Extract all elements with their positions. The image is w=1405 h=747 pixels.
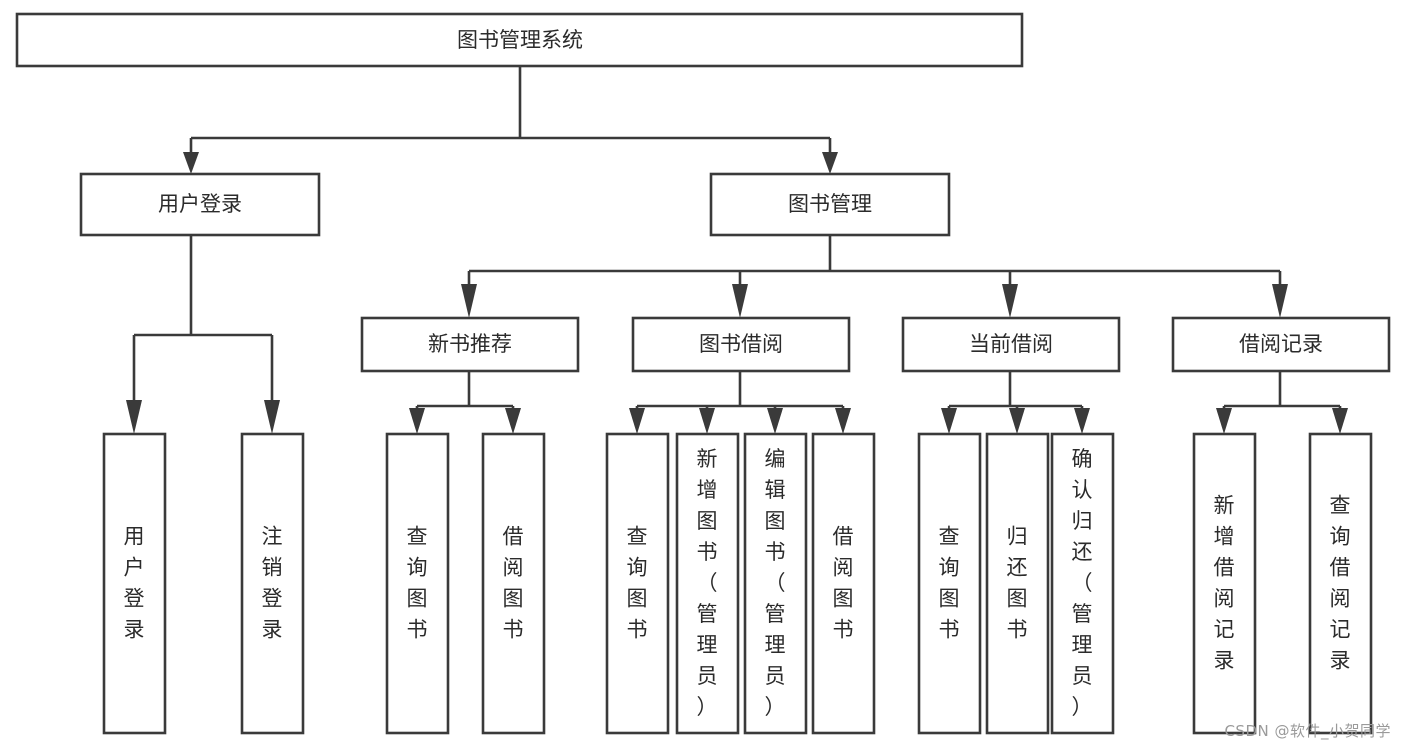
node-leaf-borrow-book-1[interactable]: 借阅图书	[481, 432, 546, 735]
arrow-head-leaf-query-book-2	[629, 408, 645, 434]
node-leaf-borrow-book-2-label: 借阅图书	[833, 525, 854, 642]
node-book-manage[interactable]: 图书管理	[709, 172, 951, 237]
node-leaf-confirm-return-box[interactable]	[1050, 432, 1115, 735]
node-leaf-user-login[interactable]: 用户登录	[102, 432, 167, 735]
node-leaf-edit-book[interactable]: 编辑图书（管理员）	[743, 432, 808, 735]
node-leaf-query-book-2-box[interactable]	[605, 432, 670, 735]
node-book-borrow[interactable]: 图书借阅	[631, 316, 851, 373]
node-current-borrow[interactable]: 当前借阅	[901, 316, 1121, 373]
arrow-head-leaf-add-book	[699, 408, 715, 434]
node-user-login-label: 用户登录	[158, 192, 242, 216]
node-leaf-borrow-book-2-box[interactable]	[811, 432, 876, 735]
node-leaf-query-book-3-label: 查询图书	[939, 525, 960, 642]
node-leaf-query-book-1-label: 查询图书	[407, 525, 428, 642]
node-root-box[interactable]	[15, 12, 1024, 68]
node-book-borrow-label: 图书借阅	[699, 332, 783, 356]
node-root-label: 图书管理系统	[457, 28, 583, 52]
node-leaf-confirm-return[interactable]: 确认归还（管理员）	[1050, 432, 1115, 735]
arrow-head-leaf-logout	[264, 400, 280, 434]
node-leaf-query-book-3[interactable]: 查询图书	[917, 432, 982, 735]
node-leaf-add-record-box[interactable]	[1192, 432, 1257, 735]
node-new-book-rec-box[interactable]	[360, 316, 580, 373]
node-leaf-logout-box[interactable]	[240, 432, 305, 735]
node-leaf-edit-book-box[interactable]	[743, 432, 808, 735]
node-leaf-confirm-return-label: 确认归还（管理员）	[1072, 447, 1093, 719]
node-leaf-edit-book-label: 编辑图书（管理员）	[765, 447, 786, 719]
arrow-head-leaf-query-book-1	[409, 408, 425, 434]
node-new-book-rec[interactable]: 新书推荐	[360, 316, 580, 373]
node-leaf-query-book-3-box[interactable]	[917, 432, 982, 735]
arrow-head-user-login	[183, 152, 199, 174]
node-root[interactable]: 图书管理系统	[15, 12, 1024, 68]
node-new-book-rec-label: 新书推荐	[428, 332, 512, 356]
node-leaf-return-book-box[interactable]	[985, 432, 1050, 735]
arrow-head-leaf-return-book	[1009, 408, 1025, 434]
node-leaf-query-book-1[interactable]: 查询图书	[385, 432, 450, 735]
node-book-manage-box[interactable]	[709, 172, 951, 237]
node-leaf-query-book-1-box[interactable]	[385, 432, 450, 735]
node-current-borrow-box[interactable]	[901, 316, 1121, 373]
arrow-head-leaf-borrow-book-2	[835, 408, 851, 434]
node-leaf-borrow-book-1-label: 借阅图书	[503, 525, 524, 642]
node-borrow-record-label: 借阅记录	[1239, 332, 1323, 356]
arrow-head-leaf-query-book-3	[941, 408, 957, 434]
arrow-head-book-borrow	[732, 284, 748, 318]
node-leaf-query-book-2-label: 查询图书	[627, 525, 648, 642]
node-user-login-box[interactable]	[79, 172, 321, 237]
node-leaf-user-login-label: 用户登录	[124, 525, 145, 642]
node-leaf-borrow-book-2[interactable]: 借阅图书	[811, 432, 876, 735]
node-leaf-logout[interactable]: 注销登录	[240, 432, 305, 735]
node-borrow-record[interactable]: 借阅记录	[1171, 316, 1391, 373]
node-leaf-add-record-label: 新增借阅记录	[1214, 494, 1235, 673]
node-leaf-user-login-box[interactable]	[102, 432, 167, 735]
node-book-manage-label: 图书管理	[788, 192, 872, 216]
edges-layer	[126, 66, 1348, 434]
node-book-borrow-box[interactable]	[631, 316, 851, 373]
arrow-head-leaf-confirm-return	[1074, 408, 1090, 434]
node-leaf-add-record[interactable]: 新增借阅记录	[1192, 432, 1257, 735]
arrow-head-borrow-record	[1272, 284, 1288, 318]
node-leaf-borrow-book-1-box[interactable]	[481, 432, 546, 735]
arrow-head-new-book-rec	[461, 284, 477, 318]
watermark: CSDN @软件_小贺同学	[1224, 722, 1391, 740]
node-leaf-query-record-label: 查询借阅记录	[1330, 494, 1351, 673]
arrow-head-book-manage	[822, 152, 838, 174]
node-leaf-query-book-2[interactable]: 查询图书	[605, 432, 670, 735]
node-leaf-return-book[interactable]: 归还图书	[985, 432, 1050, 735]
node-user-login[interactable]: 用户登录	[79, 172, 321, 237]
node-borrow-record-box[interactable]	[1171, 316, 1391, 373]
node-leaf-query-record-box[interactable]	[1308, 432, 1373, 735]
arrow-head-leaf-borrow-book-1	[505, 408, 521, 434]
arrow-head-leaf-user-login	[126, 400, 142, 434]
node-leaf-add-book[interactable]: 新增图书（管理员）	[675, 432, 740, 735]
node-leaf-query-record[interactable]: 查询借阅记录	[1308, 432, 1373, 735]
node-leaf-return-book-label: 归还图书	[1007, 525, 1028, 642]
arrow-head-leaf-add-record	[1216, 408, 1232, 434]
node-leaf-add-book-label: 新增图书（管理员）	[697, 447, 718, 719]
arrow-head-current-borrow	[1002, 284, 1018, 318]
node-current-borrow-label: 当前借阅	[969, 332, 1053, 356]
node-leaf-add-book-box[interactable]	[675, 432, 740, 735]
arrow-head-leaf-edit-book	[767, 408, 783, 434]
node-leaf-logout-label: 注销登录	[262, 525, 283, 642]
arrow-head-leaf-query-record	[1332, 408, 1348, 434]
